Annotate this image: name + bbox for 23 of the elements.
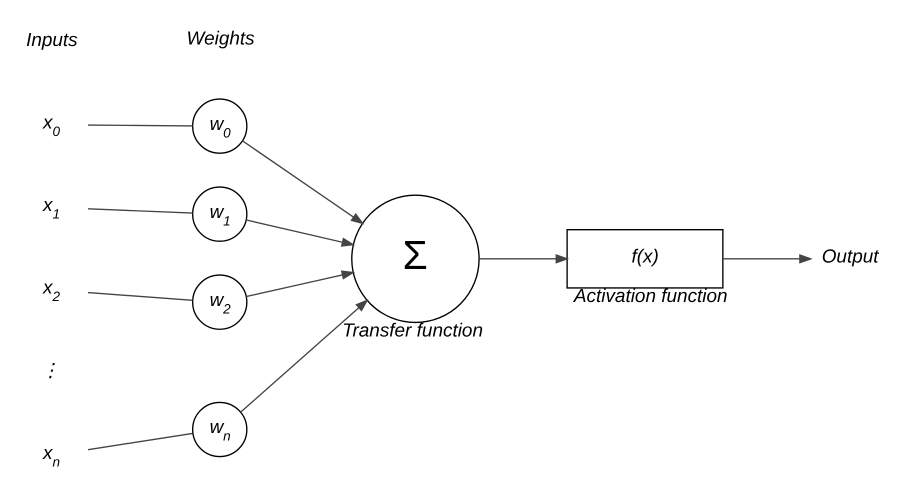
node-text: x$_{n}$ — [42, 442, 60, 469]
node-text: x$_{1}$ — [42, 194, 60, 222]
connector — [88, 208, 192, 214]
node-box: f(x) — [566, 228, 724, 288]
connector — [87, 432, 192, 450]
label: Weights — [186, 28, 254, 49]
node-circle: w$_{0}$ — [191, 98, 247, 154]
label: ⋮ — [40, 360, 60, 381]
node-text: x$_{2}$ — [42, 277, 60, 304]
arrow — [246, 218, 355, 246]
label: Inputs — [26, 29, 78, 50]
node-circle: w$_{n}$ — [191, 401, 247, 457]
node-circle: w$_{1}$ — [191, 186, 247, 242]
connector — [88, 124, 192, 126]
connector — [88, 291, 192, 300]
node-text: x$_{0}$ — [42, 112, 60, 138]
arrow — [240, 298, 368, 412]
arrow — [246, 270, 355, 297]
node-text: Output — [821, 246, 878, 267]
arrow — [242, 140, 364, 224]
arrow — [478, 254, 569, 264]
arrow — [722, 254, 812, 264]
node-circle: w$_{2}$ — [191, 274, 247, 330]
